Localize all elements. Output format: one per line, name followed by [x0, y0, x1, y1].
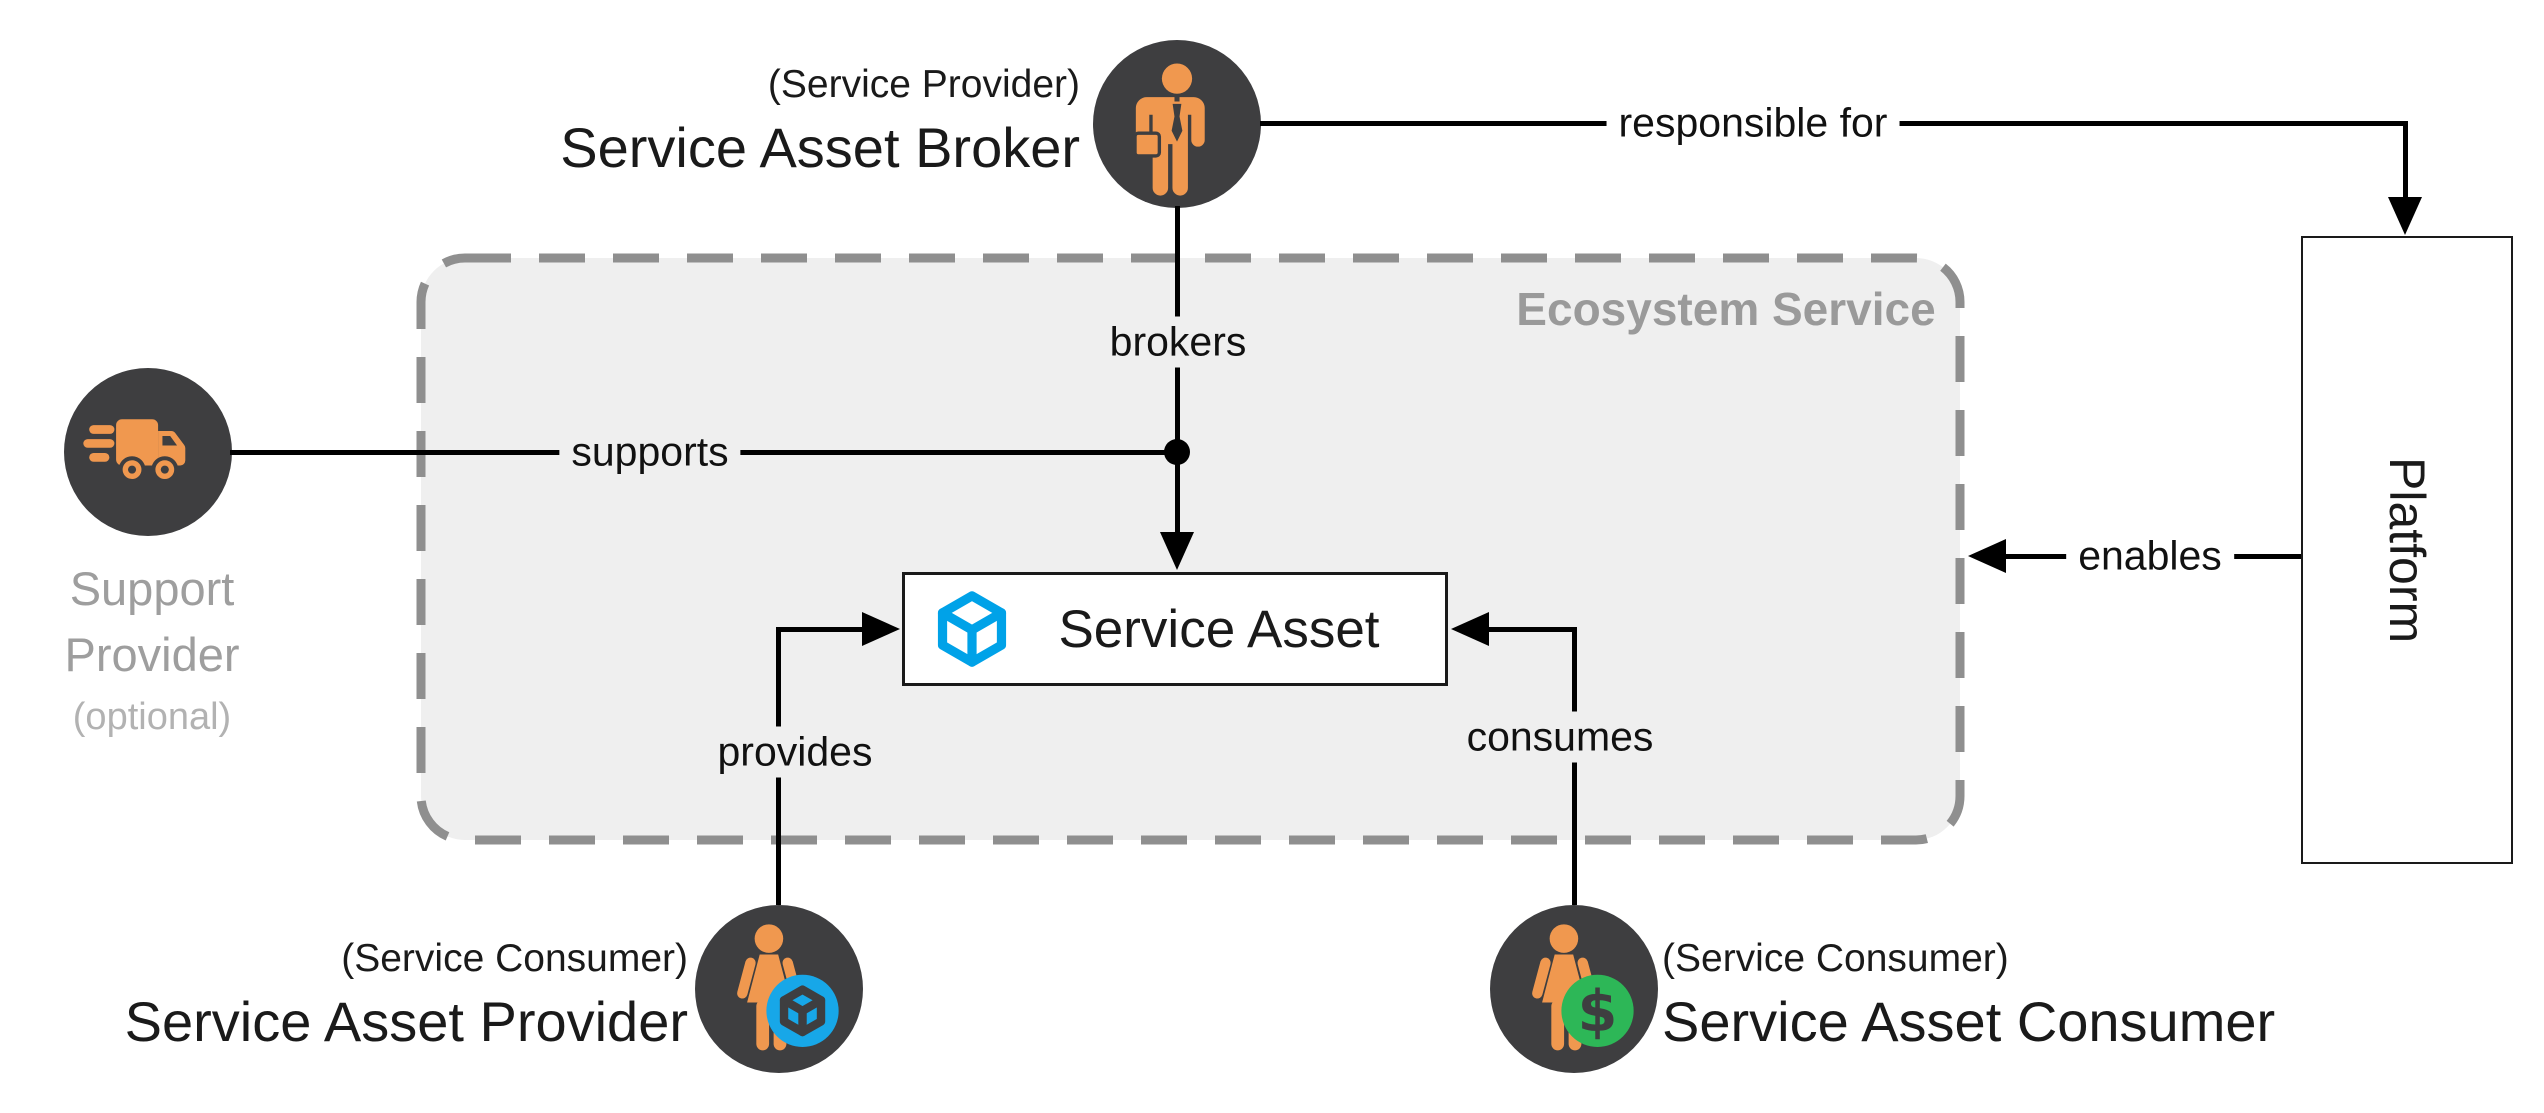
responsible-for-arrowhead-icon: [2388, 197, 2422, 235]
support-qualifier: (optional): [72, 696, 232, 738]
person-tie-briefcase-icon: [1093, 40, 1261, 208]
edge-label-provides: provides: [705, 726, 885, 778]
person-cube-badge-icon: [695, 905, 863, 1073]
brokers-arrowhead-icon: [1160, 532, 1194, 570]
edge-label-enables: enables: [2066, 530, 2234, 582]
edge-responsible-for-vline: [2403, 121, 2408, 203]
support-provider-text: Support Provider (optional): [2, 556, 302, 746]
ecosystem-label: Ecosystem Service: [1516, 283, 1936, 335]
support-name-line2: Provider: [64, 628, 240, 681]
edge-brokers-vline: [1175, 206, 1180, 534]
cube-icon: [937, 591, 1007, 667]
edge-consumes-hline: [1489, 627, 1577, 632]
consumer-role: (Service Consumer): [1662, 937, 2009, 980]
broker-name: Service Asset Broker: [560, 116, 1080, 179]
edge-label-responsible-for: responsible for: [1606, 97, 1900, 149]
provides-arrowhead-icon: [862, 612, 900, 646]
service-asset-label: Service Asset: [1058, 599, 1380, 659]
svg-text:$: $: [1578, 979, 1618, 1045]
edge-label-supports: supports: [559, 426, 741, 478]
platform-node: Platform: [2301, 236, 2513, 864]
provider-name: Service Asset Provider: [124, 990, 688, 1053]
consumer-text: (Service Consumer) Service Asset Consume…: [1662, 932, 2362, 1058]
edge-label-brokers: brokers: [1097, 316, 1259, 368]
platform-label: Platform: [2379, 456, 2435, 644]
provider-role: (Service Consumer): [341, 937, 688, 980]
broker-text: (Service Provider) Service Asset Broker: [480, 58, 1080, 184]
edge-provides-hline: [776, 627, 864, 632]
consumes-arrowhead-icon: [1451, 612, 1489, 646]
edge-consumes-vline: [1572, 627, 1577, 905]
broker-role: (Service Provider): [767, 63, 1080, 106]
edge-label-consumes: consumes: [1454, 711, 1666, 763]
provider-text: (Service Consumer) Service Asset Provide…: [88, 932, 688, 1058]
consumer-name: Service Asset Consumer: [1662, 990, 2276, 1053]
delivery-truck-icon: [64, 368, 232, 536]
service-asset-node: Service Asset: [902, 572, 1448, 686]
support-name-line1: Support: [69, 562, 235, 615]
enables-arrowhead-icon: [1968, 539, 2006, 573]
person-dollar-badge-icon: $: [1490, 905, 1658, 1073]
